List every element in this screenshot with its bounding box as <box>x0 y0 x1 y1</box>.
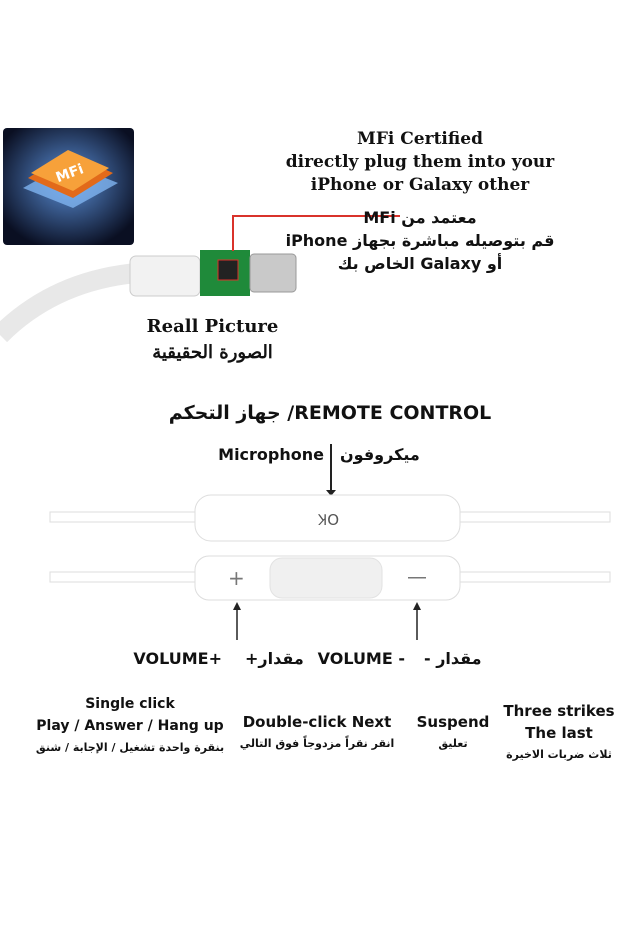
usb-c-connector-image <box>0 250 297 343</box>
plus-icon: + <box>228 566 245 590</box>
function-title: Play / Answer / Hang up <box>36 718 224 734</box>
function-title: Double-click Next <box>242 713 392 731</box>
mfi-english-text: MFi Certified directly plug them into yo… <box>250 128 590 197</box>
mfi-arabic-text: معتمد من MFi قم بتوصيله مباشرة بجهاز iPh… <box>250 206 590 275</box>
mfi-line: directly plug them into your <box>285 152 555 172</box>
function-ar: تعليق <box>438 737 468 750</box>
callout-line <box>232 215 400 217</box>
mfi-line: MFi Certified <box>357 129 483 149</box>
function-double-click: Double-click Next انقر نقراً مزدوجاً فوق… <box>232 711 402 755</box>
mfi-line-ar: قم بتوصيله مباشرة بجهاز iPhone <box>285 231 555 250</box>
microphone-label-ar: ميكروفون <box>340 445 420 464</box>
remote-control-title: REMOTE CONTROL/ جهاز التحكم <box>168 402 492 424</box>
function-title: The last <box>525 724 593 742</box>
real-picture-ar: الصورة الحقيقية <box>152 342 273 363</box>
microphone-pointer <box>330 444 332 490</box>
mfi-chip-image: MFi <box>3 128 134 245</box>
real-picture-caption: Reall Picture الصورة الحقيقية <box>110 314 315 366</box>
real-picture-en: Reall Picture <box>146 316 279 337</box>
function-title: Single click <box>85 696 175 712</box>
function-suspend: Suspend تعليق <box>408 711 498 755</box>
mfi-line: iPhone or Galaxy other <box>310 175 530 195</box>
function-ar: انقر نقراً مزدوجاً فوق التالي <box>239 737 395 750</box>
function-ar: ثلاث ضربات الاخيرة <box>506 748 612 761</box>
microphone-label-en: Microphone <box>218 445 324 464</box>
minus-icon <box>408 577 426 579</box>
volume-down-label-en: VOLUME - <box>317 649 405 668</box>
volume-up-label-en: VOLUME+ <box>133 649 222 668</box>
mfi-line-ar: أو Galaxy الخاص بك <box>337 254 503 273</box>
mfi-line-ar: معتمد من MFi <box>363 208 477 227</box>
volume-up-label-ar: مقدار+ <box>245 649 304 668</box>
function-single-click: Single click Play / Answer / Hang up بنق… <box>30 693 230 759</box>
microphone-icon: ꞰO <box>318 511 339 529</box>
callout-line-vertical <box>232 215 234 251</box>
volume-down-label-ar: مقدار - <box>424 649 482 668</box>
function-ar: بنقرة واحدة تشغيل / الإجابة / شنق <box>35 741 225 754</box>
play-button <box>269 557 383 599</box>
function-three-strikes: Three strikes The last ثلاث ضربات الاخير… <box>498 700 620 766</box>
remote-body-top <box>194 494 461 542</box>
remote-control-diagram: ꞰO + <box>49 490 611 640</box>
function-title: Three strikes <box>503 702 615 720</box>
function-title: Suspend <box>416 713 490 731</box>
